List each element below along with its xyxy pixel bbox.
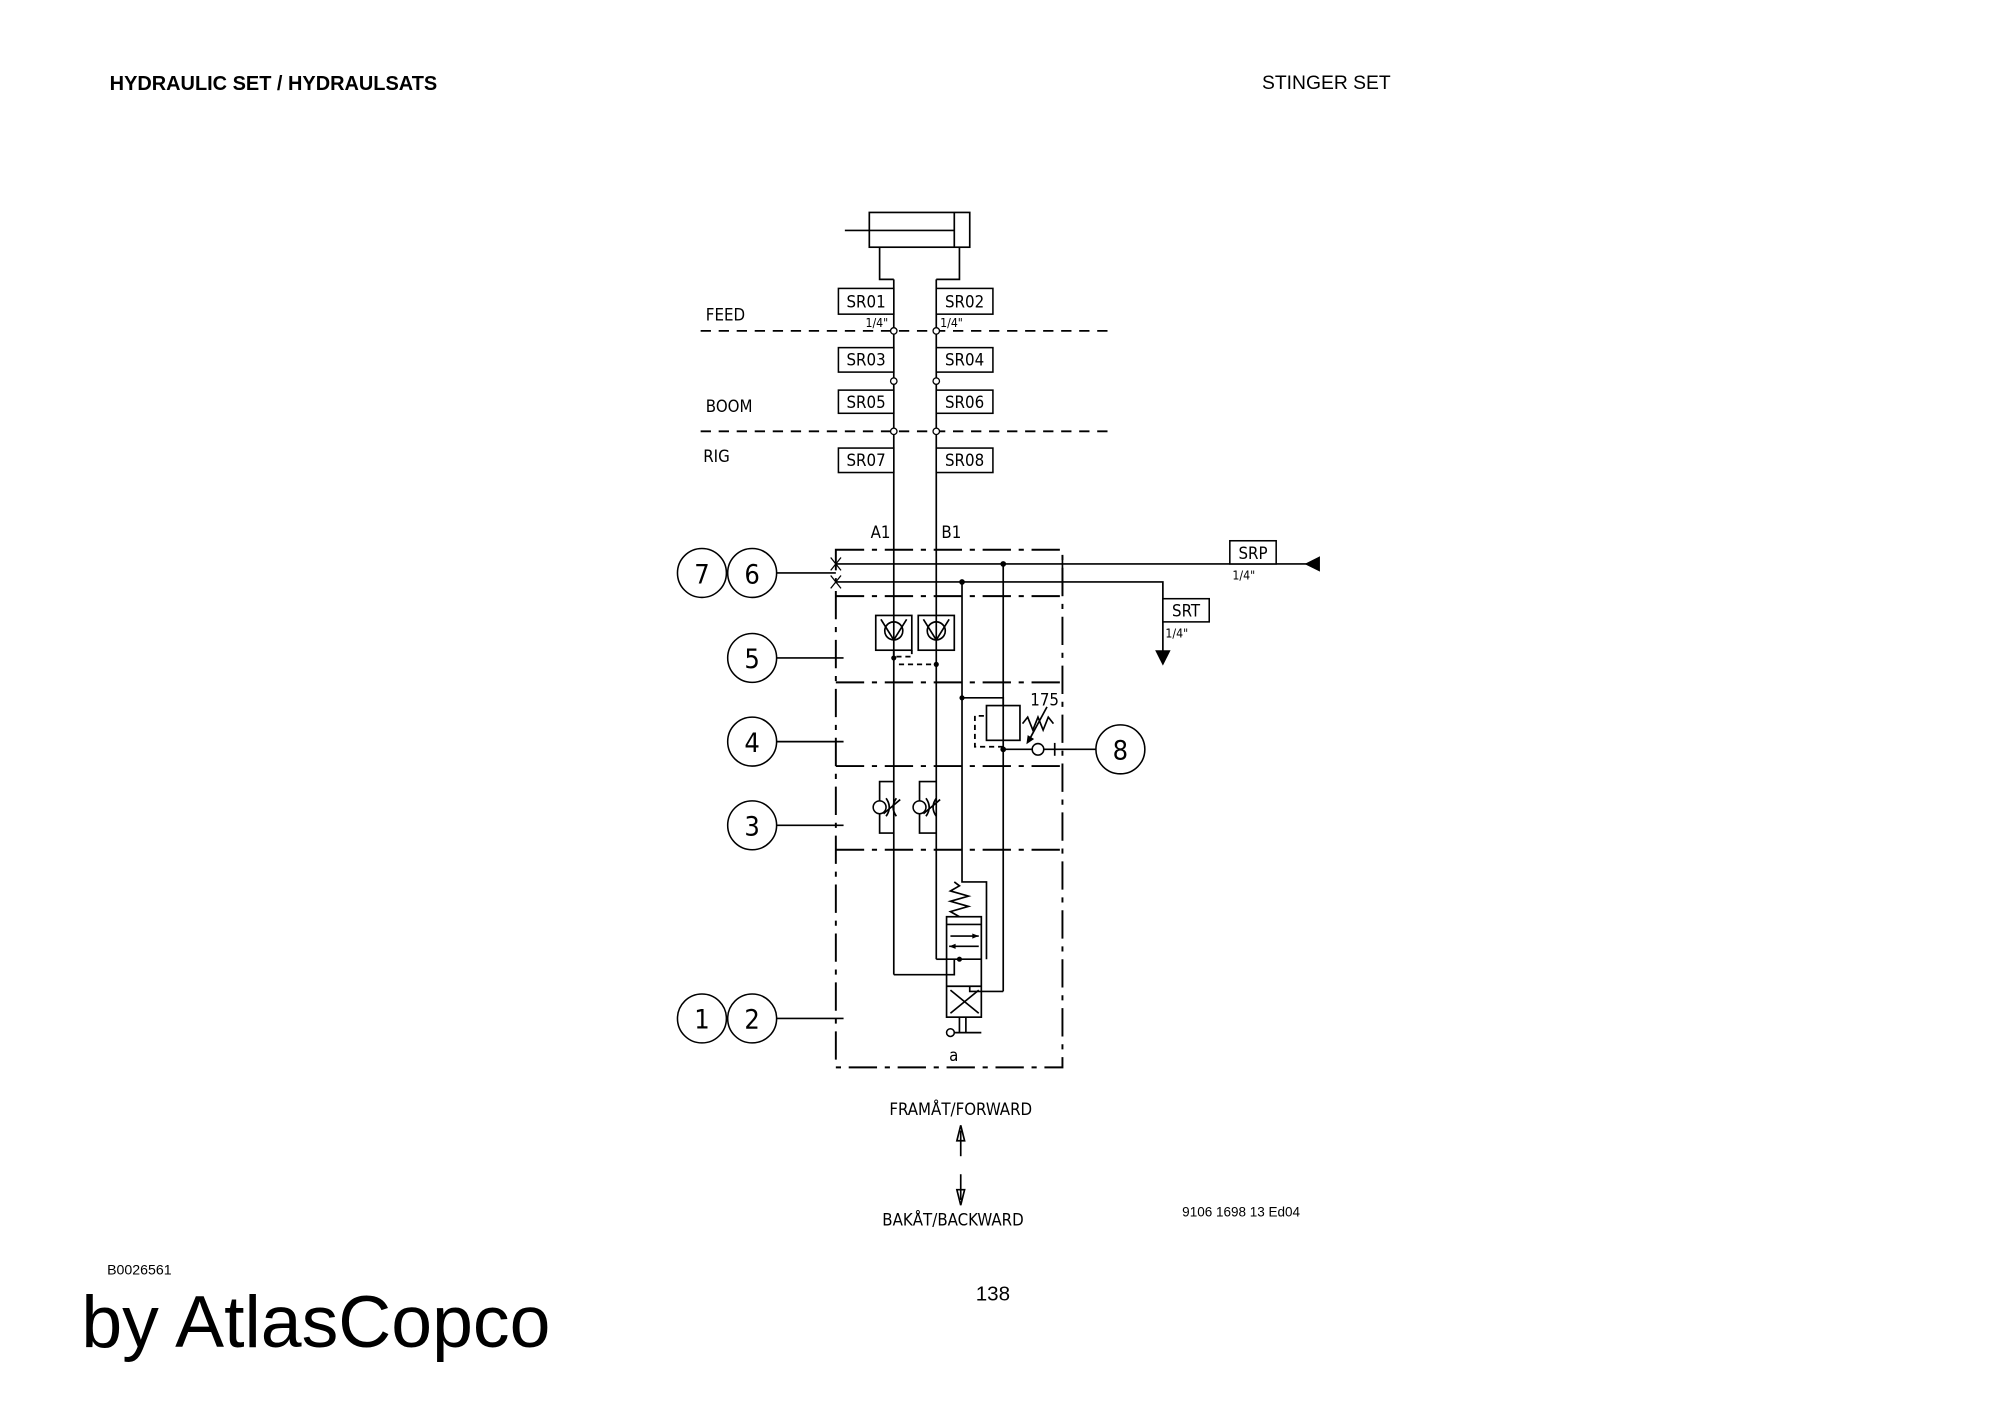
port-sr02: SR02 <box>935 287 994 315</box>
callout-4: 4 <box>726 716 844 767</box>
svg-text:SR01: SR01 <box>847 292 886 312</box>
drawing-number: 9106 1698 13 Ed04 <box>1182 1205 1300 1220</box>
callout-1: 1 <box>676 993 728 1044</box>
port-srp: SRP <box>1229 539 1277 565</box>
port-a1: A1 <box>871 522 891 542</box>
callout-7: 7 <box>676 547 728 599</box>
port-sr03: SR03 <box>837 346 895 373</box>
port-sr05: SR05 <box>837 389 895 415</box>
callout-6: 6 <box>726 547 836 599</box>
tank-line <box>835 579 1171 960</box>
svg-text:SR02: SR02 <box>945 292 984 312</box>
backward-label: BAKÅT/BACKWARD <box>882 1210 1023 1230</box>
port-sr07: SR07 <box>837 447 895 474</box>
forward-label: FRAMÅT/FORWARD <box>889 1099 1032 1119</box>
svg-text:SR07: SR07 <box>847 450 886 470</box>
port-sr08: SR08 <box>935 447 994 474</box>
callout-3: 3 <box>726 800 844 851</box>
port-srt: SRT <box>1162 597 1210 623</box>
port-sr01: SR01 <box>837 287 895 315</box>
section-title: STINGER SET <box>1262 73 1391 94</box>
port-size-label: 1/4" <box>865 316 888 330</box>
hydraulic-cylinder <box>844 211 971 281</box>
coupling-points <box>889 327 941 436</box>
flow-control-valves <box>872 780 941 834</box>
directional-control-valve <box>893 881 1004 1038</box>
page-title: HYDRAULIC SET / HYDRAULSATS <box>110 73 437 95</box>
svg-text:SRP: SRP <box>1238 543 1267 563</box>
port-b1: B1 <box>941 522 961 542</box>
figure-reference: B0026561 <box>107 1263 172 1279</box>
svg-text:1: 1 <box>694 1005 709 1036</box>
svg-text:4: 4 <box>744 728 759 759</box>
svg-text:5: 5 <box>744 644 759 675</box>
port-sr04: SR04 <box>935 346 994 373</box>
svg-text:7: 7 <box>694 559 709 590</box>
zone-feed: FEED <box>706 305 745 325</box>
svg-text:SR03: SR03 <box>847 350 886 370</box>
svg-text:6: 6 <box>744 559 759 590</box>
pilot-port-a: a <box>949 1045 958 1065</box>
svg-text:SR08: SR08 <box>945 450 984 470</box>
valve-block-outline <box>834 548 1064 1069</box>
direction-arrow-icon <box>955 1125 966 1206</box>
pressure-relief-valve <box>959 695 1096 756</box>
callout-2: 2 <box>726 993 844 1044</box>
port-size-label: 1/4" <box>940 316 963 330</box>
svg-text:3: 3 <box>744 812 759 843</box>
svg-text:2: 2 <box>744 1005 759 1036</box>
svg-text:SR05: SR05 <box>847 392 886 412</box>
pressure-line <box>835 556 1320 992</box>
port-size-label: 1/4" <box>1165 626 1188 640</box>
relief-pressure-value: 175 <box>1030 690 1059 710</box>
port-sr06: SR06 <box>935 389 994 415</box>
svg-text:8: 8 <box>1113 736 1128 767</box>
svg-text:SRT: SRT <box>1172 601 1201 621</box>
svg-text:SR04: SR04 <box>945 350 984 370</box>
callout-8: 8 <box>1095 724 1146 775</box>
callout-5: 5 <box>726 632 844 684</box>
zone-rig: RIG <box>703 446 730 466</box>
page-number: 138 <box>976 1282 1010 1305</box>
svg-text:SR06: SR06 <box>945 392 984 412</box>
cross-marks <box>830 557 842 589</box>
port-size-label: 1/4" <box>1232 568 1255 582</box>
pilot-check-valves <box>874 614 956 667</box>
brand-watermark: by AtlasCopco <box>81 1281 550 1363</box>
zone-boom: BOOM <box>706 396 753 416</box>
